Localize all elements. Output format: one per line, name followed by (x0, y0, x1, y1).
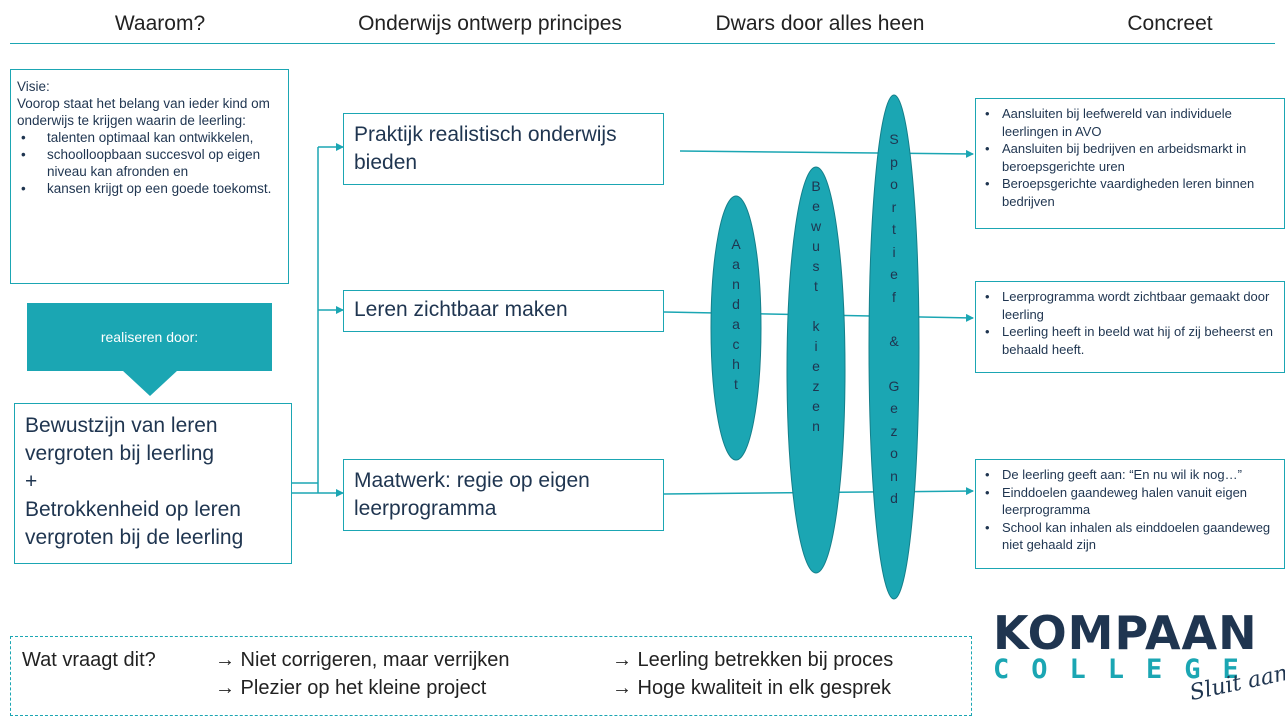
header-dwars: Dwars door alles heen (715, 12, 925, 35)
wat-vraagt-dit-box (10, 636, 972, 716)
arrow-to-concreet-1 (679, 149, 974, 158)
concreet-item: Leerling heeft in beeld wat hij of zij b… (982, 323, 1278, 358)
logo-kompaan: KOMPAAN (993, 606, 1258, 660)
down-arrow-icon (122, 370, 178, 396)
concreet-item: Leerprogramma wordt zichtbaar gemaakt do… (982, 288, 1278, 323)
principle-maatwerk: Maatwerk: regie op eigen leerprogramma (343, 459, 664, 531)
principle-praktijk-label: Praktijk realistisch onderwijs bieden (354, 123, 617, 174)
visie-box: Visie: Voorop staat het belang van ieder… (10, 69, 289, 284)
visie-bullet: schoolloopbaan succesvol op eigen niveau… (17, 146, 280, 180)
bottom-item: → Plezier op het kleine project (215, 677, 487, 699)
header-divider (10, 43, 1275, 44)
concreet-box-3: De leerling geeft aan: “En nu wil ik nog… (975, 459, 1285, 569)
ellipse-bewust-kiezen (786, 166, 846, 574)
concreet-item: Beroepsgerichte vaardigheden leren binne… (982, 175, 1278, 210)
principle-praktijk: Praktijk realistisch onderwijs bieden (343, 113, 664, 185)
principle-leren-label: Leren zichtbaar maken (354, 298, 568, 321)
concreet-box-1: Aansluiten bij leefwereld van individuel… (975, 98, 1285, 229)
header-concreet: Concreet (1127, 12, 1213, 35)
realiseren-banner: realiseren door: (27, 303, 272, 371)
concreet-list-1: Aansluiten bij leefwereld van individuel… (982, 105, 1278, 210)
ellipse-sportief-gezond (868, 94, 920, 600)
principle-leren: Leren zichtbaar maken (343, 290, 664, 332)
visie-title: Visie: (17, 79, 50, 94)
principle-maatwerk-label: Maatwerk: regie op eigen leerprogramma (354, 469, 590, 520)
visie-bullet: kansen krijgt op een goede toekomst. (17, 180, 280, 197)
bewustzijn-line1: Bewustzijn van leren vergroten bij leerl… (25, 414, 218, 465)
concreet-item: School kan inhalen als einddoelen gaande… (982, 519, 1278, 554)
bottom-item: → Leerling betrekken bij proces (612, 649, 894, 671)
wat-vraagt-dit-label: Wat vraagt dit? (22, 649, 156, 671)
logo-college: COLLEGE (993, 654, 1261, 685)
visie-intro: Voorop staat het belang van ieder kind o… (17, 96, 270, 128)
bewustzijn-box: Bewustzijn van leren vergroten bij leerl… (14, 403, 292, 564)
header-principes: Onderwijs ontwerp principes (358, 12, 622, 35)
bewustzijn-plus: + (25, 470, 38, 493)
bottom-item: → Hoge kwaliteit in elk gesprek (612, 677, 892, 699)
visie-bullet: talenten optimaal kan ontwikkelen, (17, 129, 280, 146)
concreet-item: Einddoelen gaandeweg halen vanuit eigen … (982, 484, 1278, 519)
bottom-item: → Niet corrigeren, maar verrijken (215, 649, 510, 671)
ellipse-aandacht (710, 195, 762, 461)
concreet-list-2: Leerprogramma wordt zichtbaar gemaakt do… (982, 288, 1278, 358)
visie-list: talenten optimaal kan ontwikkelen, schoo… (17, 129, 280, 197)
header-waarom: Waarom? (114, 12, 206, 35)
concreet-item: Aansluiten bij bedrijven en arbeidsmarkt… (982, 140, 1278, 175)
concreet-box-2: Leerprogramma wordt zichtbaar gemaakt do… (975, 281, 1285, 373)
concreet-list-3: De leerling geeft aan: “En nu wil ik nog… (982, 466, 1278, 554)
concreet-item: Aansluiten bij leefwereld van individuel… (982, 105, 1278, 140)
concreet-item: De leerling geeft aan: “En nu wil ik nog… (982, 466, 1278, 484)
bewustzijn-line2: Betrokkenheid op leren vergroten bij de … (25, 498, 244, 549)
